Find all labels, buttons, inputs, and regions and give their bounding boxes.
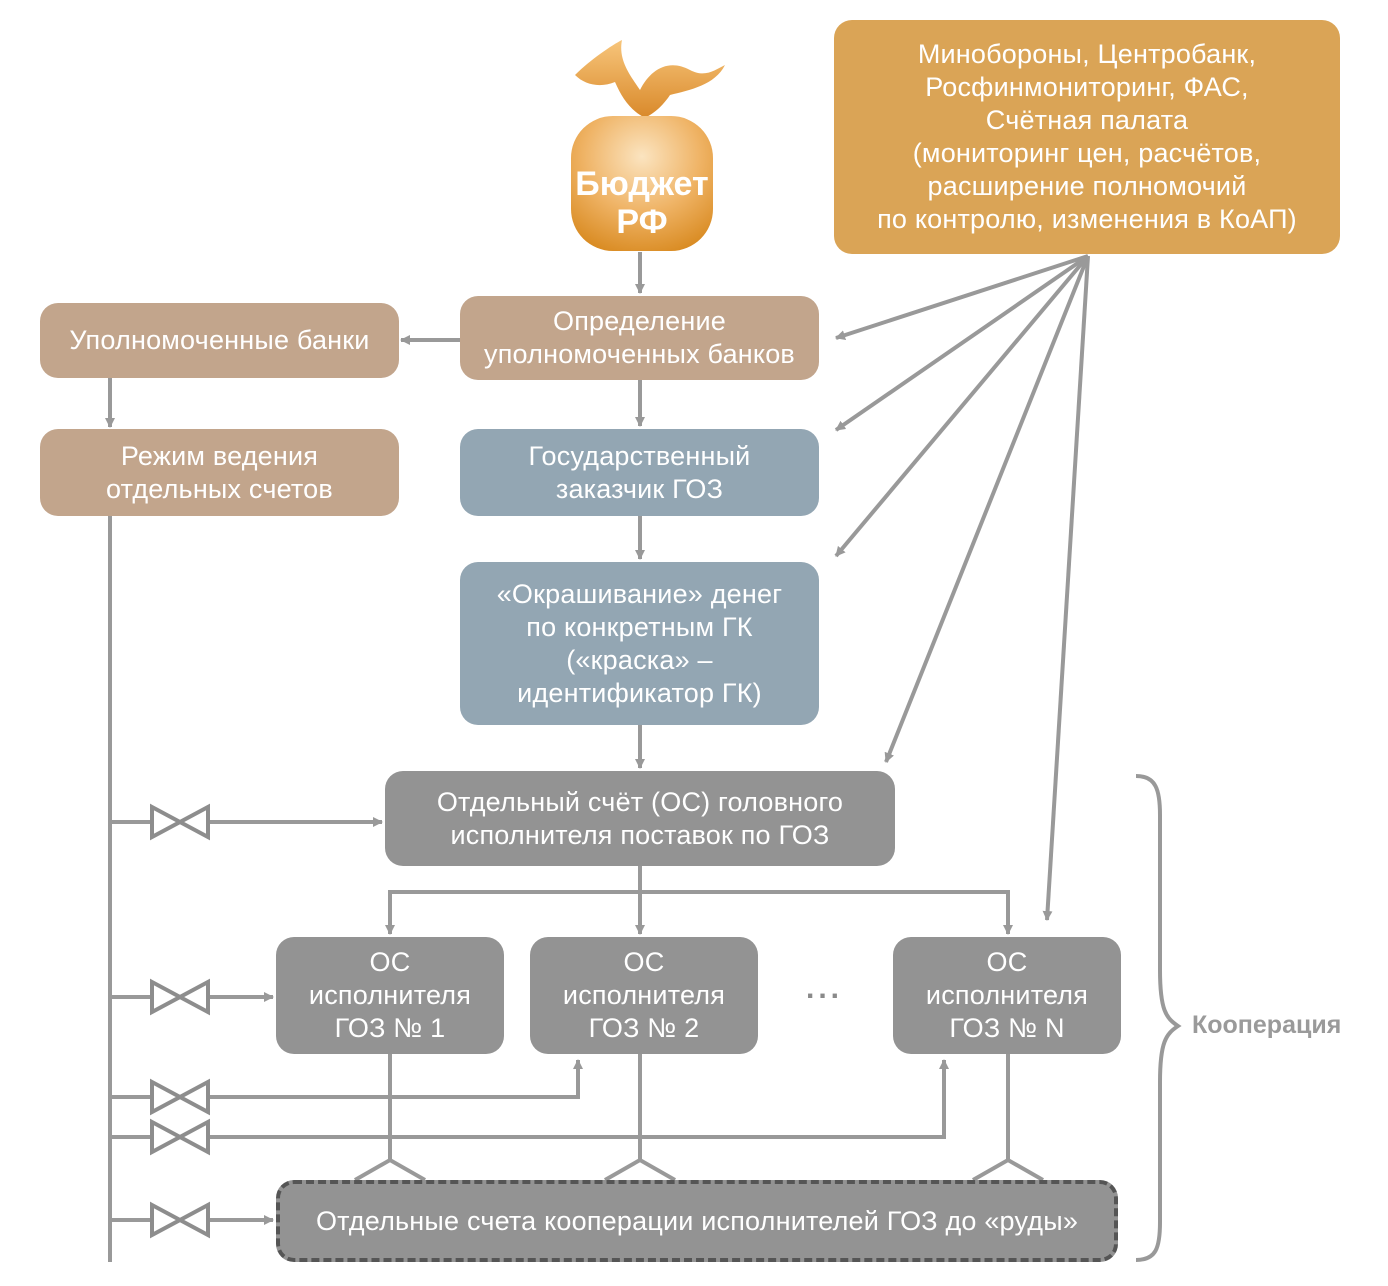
regulators-line: Минобороны, Центробанк, — [917, 39, 1257, 69]
cooperation-accounts-label: Отдельные счета кооперации исполнителей … — [315, 1205, 1079, 1236]
contractor-account-line: ГОЗ № N — [949, 1013, 1065, 1043]
contractor-account-line: ОС — [623, 947, 665, 977]
separate-accounts-mode-box: Режим ведения отдельных счетов — [40, 429, 399, 516]
state-customer-line: заказчик ГОЗ — [555, 473, 724, 504]
regulators-line: расширение полномочий — [927, 171, 1247, 201]
contractor-account-line: ГОЗ № 2 — [588, 1013, 700, 1043]
separate-accounts-mode-line: Режим ведения — [120, 440, 319, 471]
bank-definition-line: уполномоченных банков — [484, 339, 795, 369]
regulators-line: Росфинмониторинг, ФАС, — [925, 72, 1249, 102]
coloring-line: («краска» – — [566, 644, 713, 675]
ellipsis: ... — [806, 972, 844, 1005]
bank-definition-line: Определение — [553, 306, 726, 336]
coloring-line: по конкретным ГК — [526, 611, 753, 642]
authorized-banks-box: Уполномоченные банки — [40, 303, 399, 378]
contractor-account-line: исполнителя — [925, 980, 1089, 1010]
authorized-banks-label: Уполномоченные банки — [69, 325, 370, 355]
regulators-line: по контролю, изменения в КоАП) — [877, 204, 1297, 234]
coloring-line: идентификатор ГК) — [517, 677, 762, 708]
regulators-line: (мониторинг цен, расчётов, — [912, 138, 1262, 168]
budget-line: РФ — [616, 203, 668, 241]
head-contractor-account-box: Отдельный счёт (ОС) головного исполнител… — [385, 771, 895, 866]
valve-icon — [150, 803, 210, 1239]
contractor-account-line: исполнителя — [308, 980, 472, 1010]
state-customer-box: Государственный заказчик ГОЗ — [460, 429, 819, 516]
contractor-account-line: ОС — [369, 947, 411, 977]
contractor-account-line: исполнителя — [562, 980, 726, 1010]
cooperation-accounts-box: Отдельные счета кооперации исполнителей … — [276, 1180, 1118, 1262]
contractor-account-line: ОС — [986, 947, 1028, 977]
regulators-line: Счётная палата — [985, 105, 1189, 135]
contractor-account-line: ГОЗ № 1 — [334, 1013, 446, 1043]
contractor-account-1-box: ОС исполнителя ГОЗ № 1 — [276, 937, 504, 1054]
brace-icon — [1135, 774, 1182, 1262]
coloring-box: «Окрашивание» денег по конкретным ГК («к… — [460, 562, 819, 725]
contractor-account-n-box: ОС исполнителя ГОЗ № N — [893, 937, 1121, 1054]
coloring-line: «Окрашивание» денег — [496, 578, 783, 609]
money-bag-icon — [571, 40, 725, 251]
bank-definition-box: Определение уполномоченных банков — [460, 296, 819, 380]
budget-line: Бюджет — [575, 165, 709, 203]
contractor-account-2-box: ОС исполнителя ГОЗ № 2 — [530, 937, 758, 1054]
separate-accounts-mode-line: отдельных счетов — [106, 473, 333, 504]
state-customer-line: Государственный — [528, 440, 751, 471]
cooperation-label: Кооперация — [1192, 1011, 1342, 1039]
head-contractor-account-line: Отдельный счёт (ОС) головного — [436, 786, 844, 817]
head-contractor-account-line: исполнителя поставок по ГОЗ — [450, 819, 830, 850]
budget-label: Бюджет РФ — [571, 165, 713, 241]
regulators-box: Минобороны, Центробанк, Росфинмониторинг… — [834, 20, 1340, 254]
